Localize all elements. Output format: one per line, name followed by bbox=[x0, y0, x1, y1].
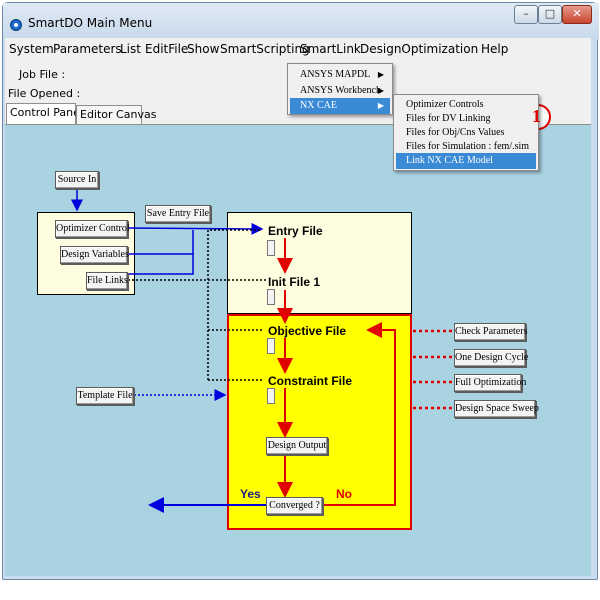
menu-parameters[interactable]: Parameters bbox=[53, 42, 122, 56]
nx-cae-submenu: Optimizer Controls Files for DV Linking … bbox=[393, 94, 539, 171]
submenu-arrow-icon: ▶ bbox=[377, 86, 384, 95]
source-in-button[interactable]: Source In bbox=[55, 171, 99, 189]
optimization-loop-box bbox=[227, 314, 412, 530]
menu-link-nx-cae-model[interactable]: Link NX CAE Model bbox=[396, 153, 536, 169]
objective-file-handle[interactable] bbox=[267, 338, 275, 354]
file-links-button[interactable]: File Links bbox=[86, 272, 128, 290]
minimize-button[interactable]: – bbox=[514, 5, 538, 24]
menu-help[interactable]: Help bbox=[481, 42, 509, 56]
entry-file-label[interactable]: Entry File bbox=[268, 224, 323, 238]
no-label: No bbox=[336, 487, 352, 501]
job-file-label: Job File : bbox=[19, 68, 66, 81]
menu-smartlink[interactable]: SmartLink bbox=[300, 42, 361, 56]
menu-system[interactable]: System bbox=[9, 42, 54, 56]
menu-bar: System Parameters List EditFile Show Sma… bbox=[5, 38, 591, 60]
submenu-arrow-icon: ▶ bbox=[377, 101, 384, 110]
init-file-handle[interactable] bbox=[267, 289, 275, 305]
maximize-button[interactable]: □ bbox=[538, 5, 562, 24]
menu-files-simulation[interactable]: Files for Simulation : fem/.sim bbox=[406, 141, 530, 152]
check-parameters-button[interactable]: Check Parameters bbox=[454, 323, 527, 341]
menu-ansys-workbench[interactable]: ANSYS Workbench ▶ bbox=[290, 83, 390, 99]
save-entry-file-button[interactable]: Save Entry File bbox=[145, 205, 211, 223]
title-bar bbox=[3, 3, 599, 40]
template-file-button[interactable]: Template File bbox=[76, 387, 134, 405]
optimizer-control-button[interactable]: Optimizer Control bbox=[55, 220, 130, 238]
one-design-cycle-button[interactable]: One Design Cycle bbox=[454, 349, 528, 367]
converged-button[interactable]: Converged ? bbox=[266, 497, 323, 515]
submenu-arrow-icon: ▶ bbox=[377, 70, 384, 79]
tab-control-panel[interactable]: Control Panel bbox=[6, 103, 83, 124]
menu-show[interactable]: Show bbox=[187, 42, 220, 56]
yes-label: Yes bbox=[240, 487, 261, 501]
design-output-button[interactable]: Design Output bbox=[266, 437, 328, 455]
tab-editor-canvas[interactable]: Editor Canvas bbox=[76, 105, 156, 124]
init-file-label[interactable]: Init File 1 bbox=[268, 275, 321, 289]
entry-file-handle[interactable] bbox=[267, 240, 275, 256]
menu-smartscripting[interactable]: SmartScripting bbox=[220, 42, 310, 56]
file-opened-label: File Opened : bbox=[8, 87, 81, 100]
window-title: SmartDO Main Menu bbox=[28, 16, 153, 30]
menu-ansys-mapdl-label: ANSYS MAPDL bbox=[300, 69, 371, 80]
close-button[interactable]: ✕ bbox=[562, 5, 592, 24]
menu-optimizer-controls[interactable]: Optimizer Controls bbox=[406, 99, 484, 110]
menu-files-dv-linking[interactable]: Files for DV Linking bbox=[406, 113, 491, 124]
menu-designoptimization[interactable]: DesignOptimization bbox=[360, 42, 479, 56]
menu-nx-cae[interactable]: NX CAE ▶ bbox=[290, 98, 390, 114]
app-icon bbox=[10, 19, 22, 31]
constraint-file-label[interactable]: Constraint File bbox=[268, 374, 353, 388]
design-variables-button[interactable]: Design Variables bbox=[60, 246, 129, 264]
menu-editfile[interactable]: EditFile bbox=[145, 42, 189, 56]
objective-file-label[interactable]: Objective File bbox=[268, 324, 347, 338]
full-optimization-button[interactable]: Full Optimization bbox=[454, 374, 526, 392]
menu-ansys-mapdl[interactable]: ANSYS MAPDL ▶ bbox=[290, 67, 390, 83]
menu-nx-cae-label: NX CAE bbox=[300, 100, 337, 111]
menu-ansys-workbench-label: ANSYS Workbench bbox=[300, 85, 381, 96]
smartlink-menu: ANSYS MAPDL ▶ ANSYS Workbench ▶ NX CAE ▶ bbox=[287, 63, 393, 115]
menu-files-obj-cns[interactable]: Files for Obj/Cns Values bbox=[406, 127, 505, 138]
design-space-sweep-button[interactable]: Design Space Sweep bbox=[454, 400, 539, 418]
constraint-file-handle[interactable] bbox=[267, 388, 275, 404]
callout-number: 1 bbox=[532, 106, 541, 126]
menu-list[interactable]: List bbox=[120, 42, 141, 56]
